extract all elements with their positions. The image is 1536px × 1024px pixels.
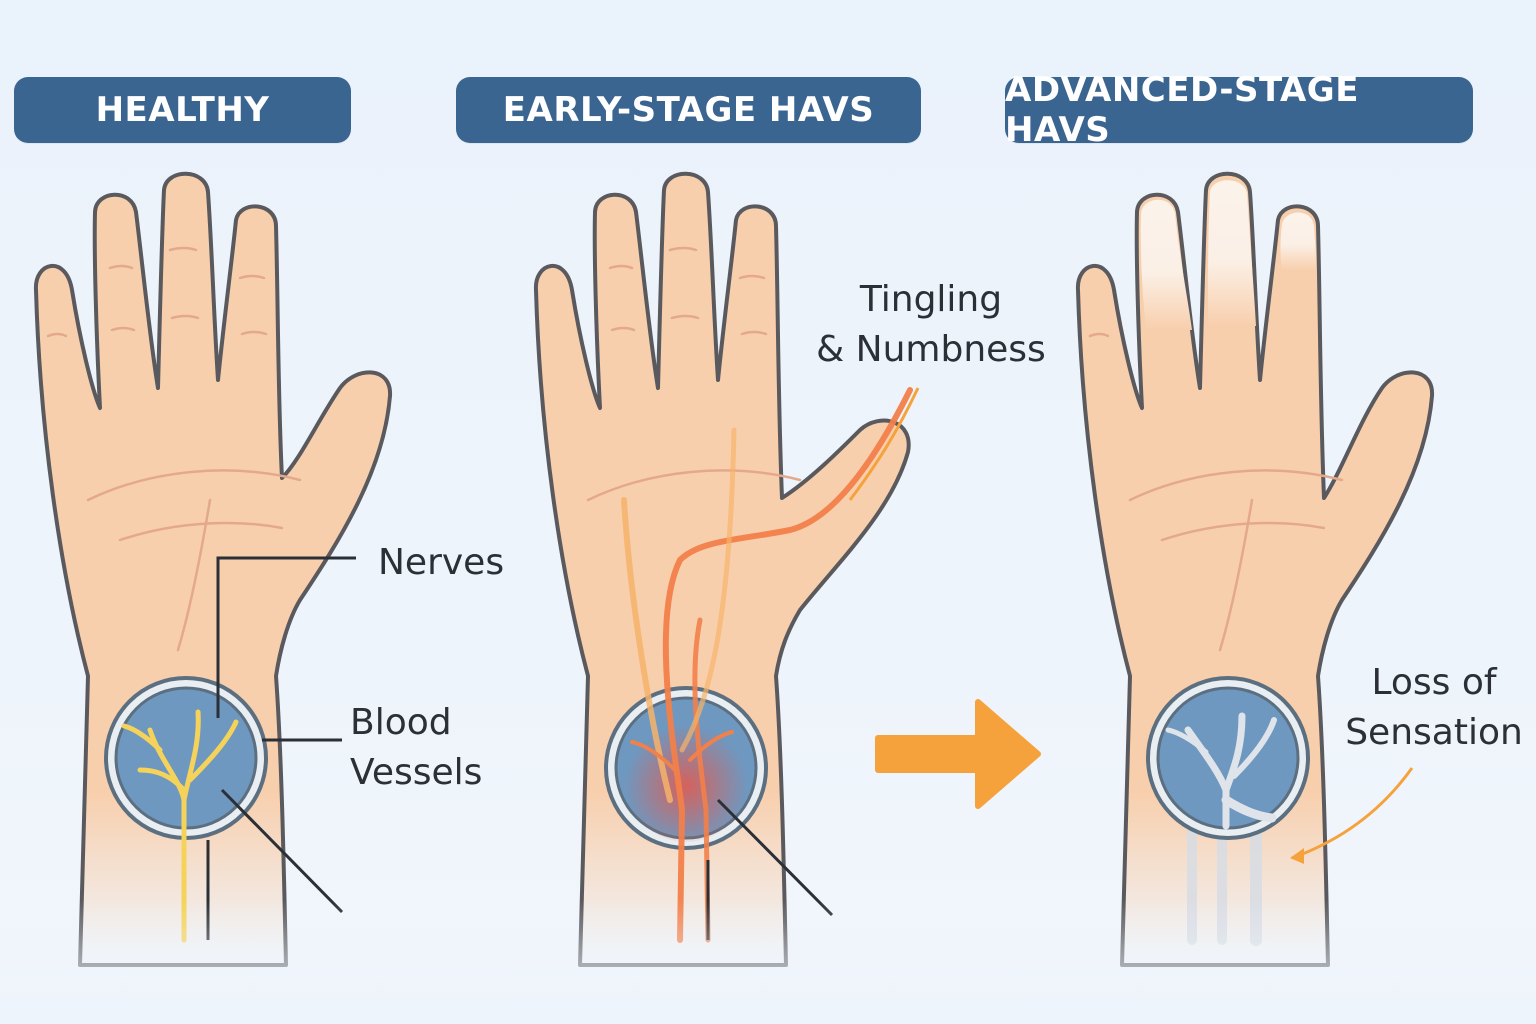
callout-loss-line2: Sensation — [1345, 712, 1523, 753]
callout-blood-vessels: Blood Vessels — [350, 698, 482, 798]
callout-nerves: Nerves — [378, 538, 504, 588]
advanced-stage-hand — [1075, 171, 1435, 967]
healthy-hand — [33, 171, 393, 968]
callout-loss-line1: Loss of — [1371, 662, 1497, 703]
callout-loss-of-sensation: Loss of Sensation — [1334, 658, 1534, 758]
panel-title-advanced-stage: ADVANCED-STAGE HAVS — [1005, 70, 1473, 150]
early-stage-hand — [533, 171, 913, 967]
panel-title-early-stage: EARLY-STAGE HAVS — [456, 77, 921, 143]
callout-tingling-line2: & Numbness — [816, 329, 1046, 370]
progression-arrow — [875, 699, 1041, 809]
tingling-pointer — [848, 387, 920, 501]
callout-blood-vessels-line2: Vessels — [350, 752, 483, 793]
callout-blood-vessels-line1: Blood — [350, 702, 452, 743]
panel-title-healthy: HEALTHY — [14, 77, 351, 143]
callout-nerves-text: Nerves — [378, 542, 505, 583]
callout-tingling-numbness: Tingling & Numbness — [803, 275, 1059, 375]
callout-tingling-line1: Tingling — [859, 279, 1003, 320]
